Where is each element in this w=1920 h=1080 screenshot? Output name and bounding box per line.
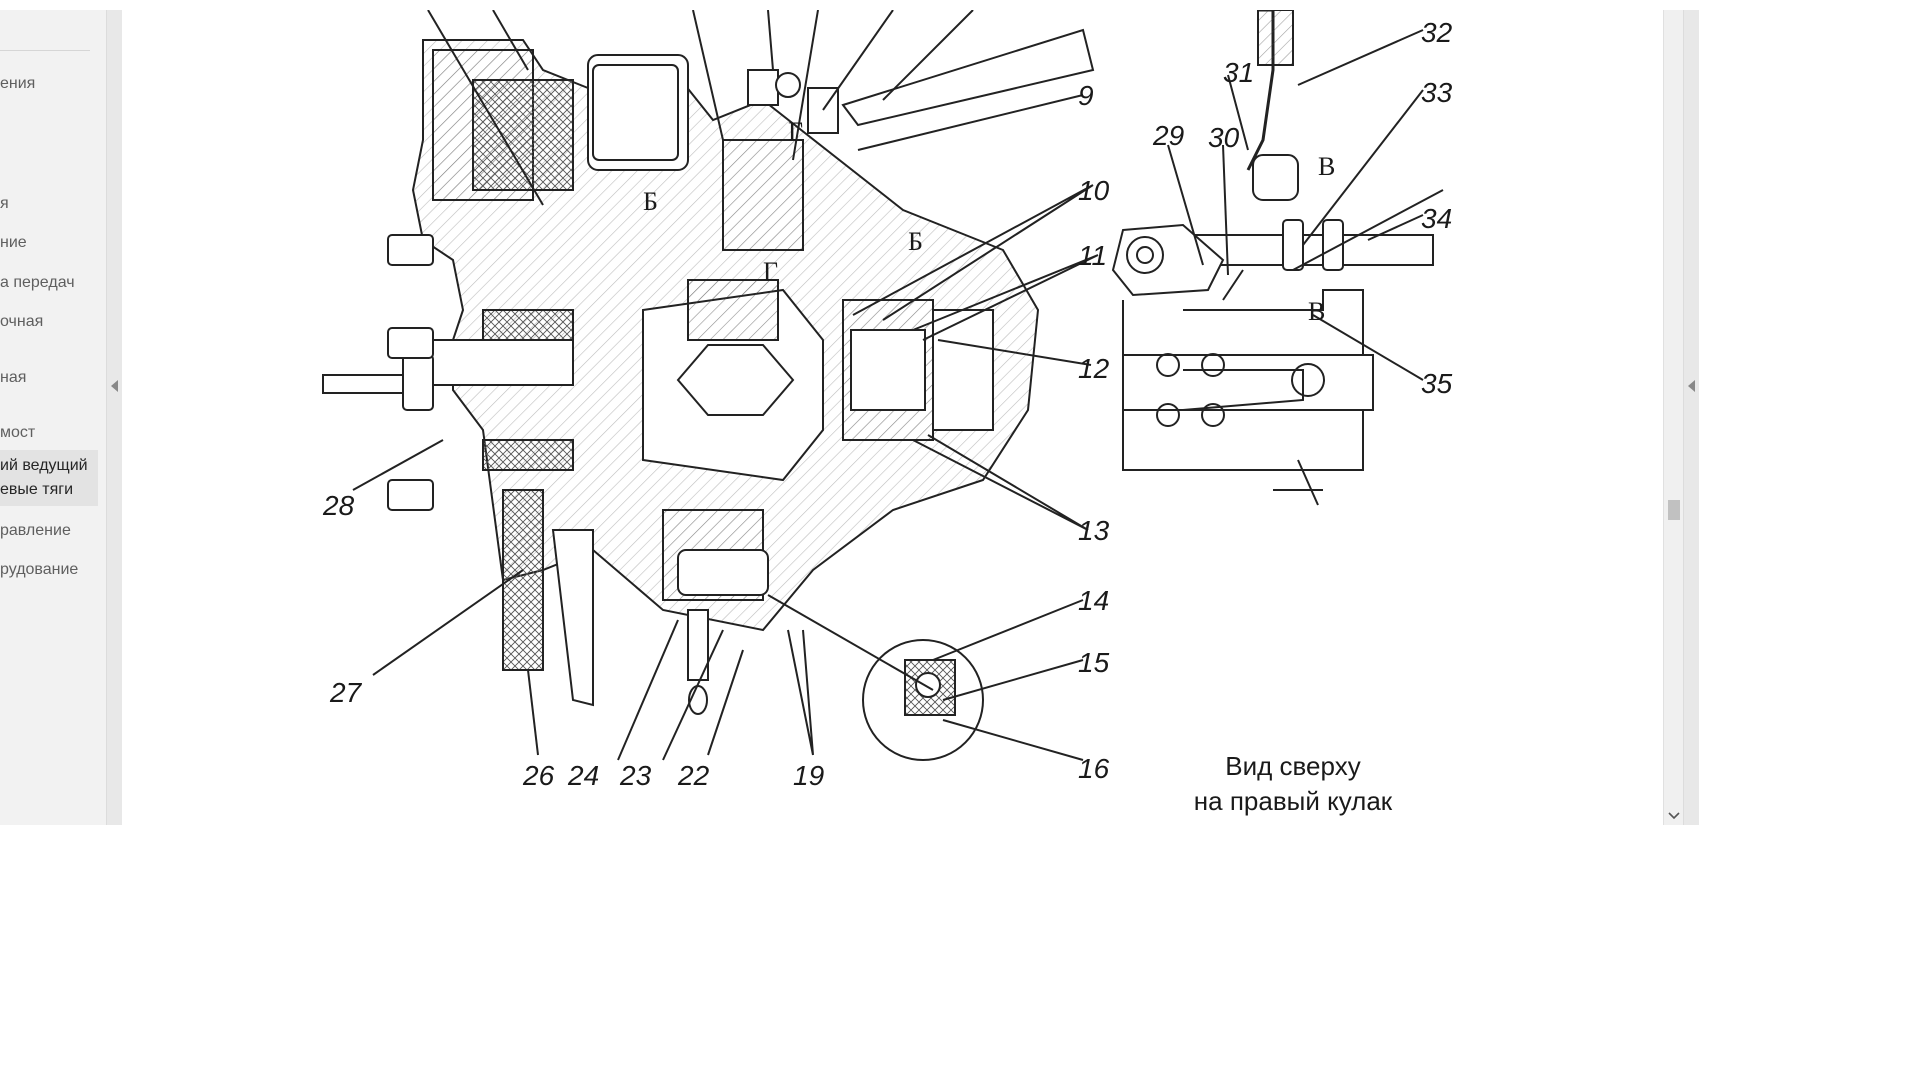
section-mark-g: Г [763,257,778,286]
toc-item[interactable]: а передач [0,274,75,291]
section-mark-b: Б [643,187,658,216]
expand-left-icon[interactable] [1688,380,1695,392]
callout-29: 29 [1152,120,1184,151]
section-mark-b: Б [908,227,923,256]
toc-sidebar: ения я ние а передач очная ная мост ий в… [0,10,106,825]
right-panel-splitter[interactable] [1683,10,1699,825]
callout-30: 30 [1208,122,1240,153]
callout-14: 14 [1078,585,1109,616]
document-viewer: 9 10 11 12 13 14 15 16 19 22 23 24 26 27… [123,10,1663,825]
figure-caption-line1: Вид сверху [1225,751,1360,781]
callout-32: 32 [1421,17,1453,48]
callout-9: 9 [1078,80,1094,111]
callout-numbers: 9 10 11 12 13 14 15 16 19 22 23 24 26 27… [322,17,1453,791]
callout-22: 22 [677,760,710,791]
toc-item[interactable]: очная [0,313,44,330]
toc-item-label-line2: евые тяги [0,481,74,498]
callout-16: 16 [1078,753,1110,784]
vertical-scrollbar[interactable] [1663,10,1683,825]
toc-item-active[interactable]: ий ведущий евые тяги [0,450,98,506]
toc-item[interactable]: ная [0,369,27,386]
sidebar-divider [0,50,90,51]
section-mark-g: Г [788,117,803,146]
toc-item[interactable]: ения [0,75,36,92]
collapse-left-icon[interactable] [111,380,118,392]
callout-35: 35 [1421,368,1453,399]
section-mark-v: В [1308,297,1325,326]
toc-item[interactable]: я [0,195,9,212]
technical-drawing: 9 10 11 12 13 14 15 16 19 22 23 24 26 27… [322,10,1453,816]
callout-31: 31 [1223,57,1254,88]
callout-27: 27 [329,677,363,708]
sidebar-collapse-splitter[interactable] [106,10,122,825]
callout-26: 26 [522,760,555,791]
callout-34: 34 [1421,203,1452,234]
callout-10: 10 [1078,175,1110,206]
callout-19: 19 [793,760,824,791]
section-marks: Г Б Б Г В В [643,117,1335,326]
callout-11: 11 [1078,240,1107,271]
toc-item[interactable]: ние [0,234,27,251]
callout-12: 12 [1078,353,1110,384]
callout-23: 23 [619,760,652,791]
scrollbar-thumb[interactable] [1668,500,1680,520]
callout-33: 33 [1421,77,1453,108]
toc-item[interactable]: мост [0,424,36,441]
figure-caption-line2: на правый кулак [1194,786,1393,816]
callout-15: 15 [1078,647,1110,678]
scroll-down-button[interactable] [1664,805,1684,825]
toc-item-label-line1: ий ведущий [0,457,88,474]
section-mark-v: В [1318,152,1335,181]
toc-item[interactable]: рудование [0,561,79,578]
chevron-down-icon [1668,812,1680,820]
callout-24: 24 [567,760,599,791]
toc-item[interactable]: равление [0,522,71,539]
callout-28: 28 [322,490,355,521]
callout-13: 13 [1078,515,1110,546]
